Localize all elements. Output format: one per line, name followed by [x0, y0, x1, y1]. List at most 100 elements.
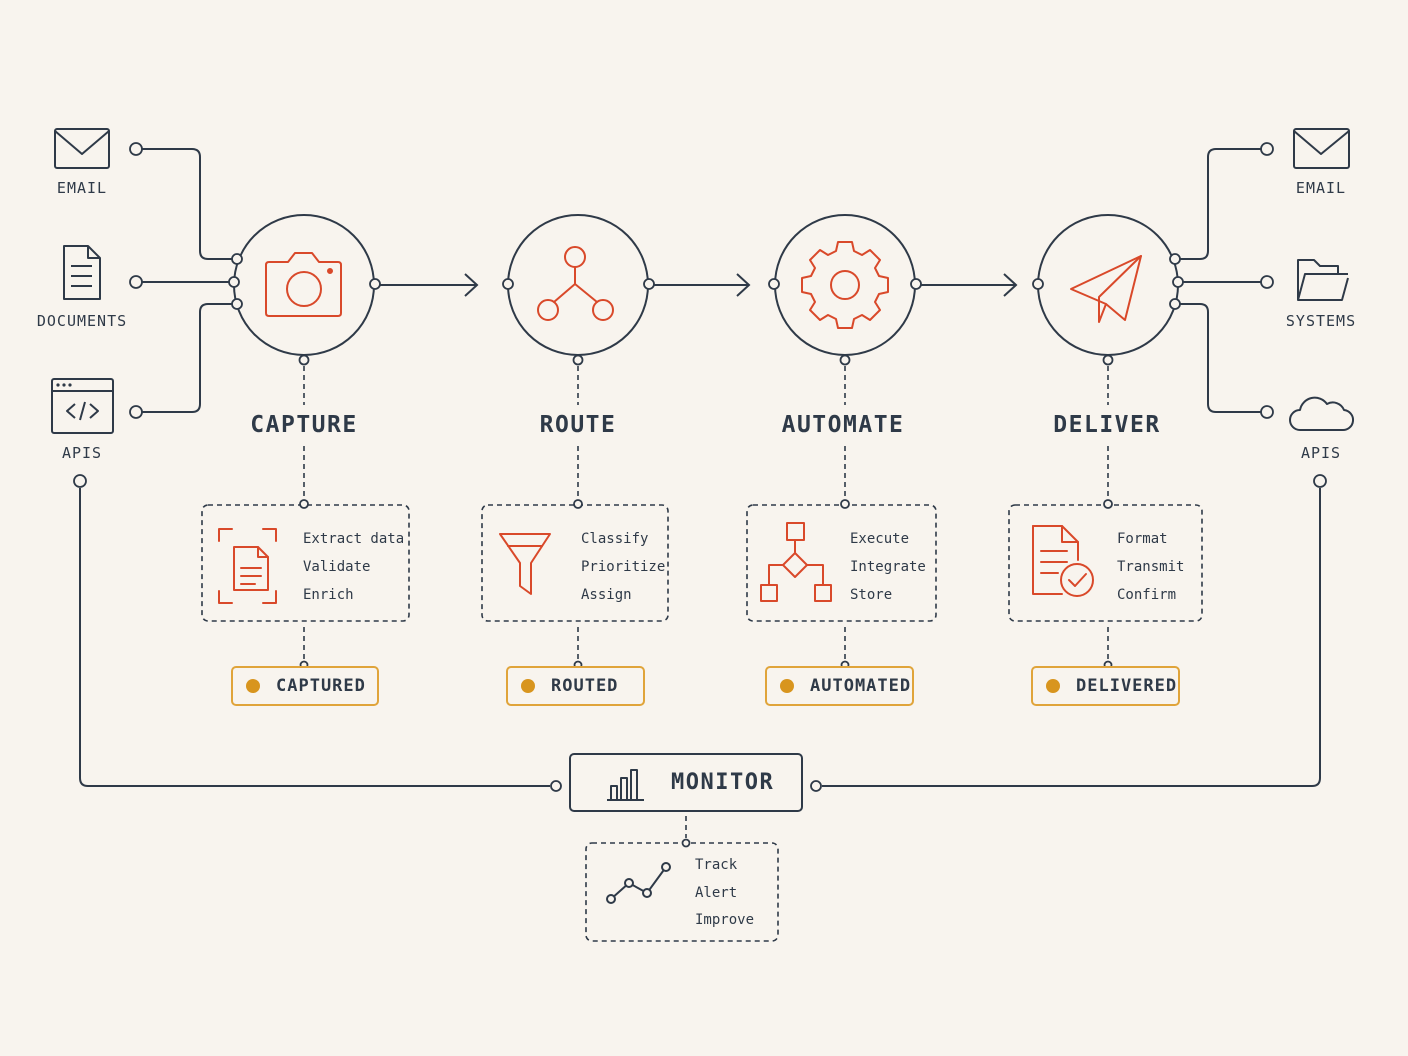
gear-icon — [801, 241, 889, 329]
status-label: AUTOMATED — [810, 676, 912, 696]
node-deliver-in — [1032, 278, 1044, 290]
node-loop-right — [1313, 474, 1327, 488]
arrow-capture-route — [380, 273, 479, 297]
stage-title-deliver: DELIVER — [1053, 412, 1161, 438]
node-route-in — [502, 278, 514, 290]
node-monitor-right — [810, 780, 822, 792]
envelope-icon — [54, 128, 110, 169]
task-item: Store — [850, 587, 893, 603]
arrow-route-automate — [654, 273, 751, 297]
node-output-apis — [1260, 405, 1274, 419]
monitor-loop-right — [822, 488, 1321, 787]
code-window-icon — [51, 378, 114, 434]
stage-circle-deliver — [1037, 214, 1179, 356]
detail-box-automate — [746, 504, 937, 622]
node-deliver-out-2 — [1172, 276, 1184, 288]
node-monitor-left — [550, 780, 562, 792]
task-item: Track — [695, 857, 738, 873]
status-dot — [1046, 679, 1060, 693]
node-route-bottom — [572, 354, 584, 366]
node-automate-box-top — [840, 499, 850, 509]
task-list-route: Classify Prioritize Assign — [581, 525, 665, 609]
stage-circle-automate — [774, 214, 916, 356]
node-input-email — [129, 142, 143, 156]
document-icon — [63, 245, 101, 300]
stage-circle-route — [507, 214, 649, 356]
detail-box-capture — [201, 504, 410, 622]
node-automate-out — [910, 278, 922, 290]
cloud-icon — [1289, 396, 1354, 432]
task-list-monitor: Track Alert Improve — [695, 852, 754, 935]
node-output-email — [1260, 142, 1274, 156]
status-dot — [246, 679, 260, 693]
node-input-apis — [129, 405, 143, 419]
status-badge-routed: ROUTED — [506, 666, 645, 706]
status-label: DELIVERED — [1076, 676, 1178, 696]
task-item: Alert — [695, 884, 738, 901]
task-list-deliver: Format Transmit Confirm — [1117, 525, 1184, 609]
output-connector-email — [1180, 148, 1261, 260]
node-loop-left — [73, 474, 87, 488]
node-route-out — [643, 278, 655, 290]
task-list-capture: Extract data Validate Enrich — [303, 525, 404, 609]
output-label-email: EMAIL — [1295, 179, 1347, 197]
document-check-icon — [1032, 525, 1094, 597]
stage-title-automate: AUTOMATE — [781, 412, 905, 438]
envelope-icon — [1293, 128, 1350, 169]
output-label-systems: SYSTEMS — [1285, 312, 1357, 330]
task-item: Confirm — [1117, 587, 1177, 603]
monitor-title: MONITOR — [671, 770, 775, 795]
status-label: CAPTURED — [276, 676, 366, 696]
status-label: ROUTED — [551, 676, 619, 696]
input-label-documents: DOCUMENTS — [36, 312, 128, 330]
output-connector-apis — [1180, 303, 1261, 413]
task-item: Validate — [303, 559, 371, 575]
paper-plane-icon — [1070, 255, 1142, 323]
task-item: Extract data — [303, 531, 405, 547]
node-input-documents — [129, 275, 143, 289]
bar-chart-icon — [607, 769, 644, 801]
node-capture-box-top — [299, 499, 309, 509]
node-deliver-box-top — [1103, 499, 1113, 509]
arrow-automate-deliver — [921, 273, 1018, 297]
input-label-email: EMAIL — [56, 179, 108, 197]
task-item: Enrich — [303, 587, 354, 603]
task-item: Format — [1117, 531, 1168, 547]
status-badge-captured: CAPTURED — [231, 666, 379, 706]
stage-title-capture: CAPTURE — [250, 412, 358, 438]
stage-circle-capture — [233, 214, 375, 356]
input-connector-apis — [142, 303, 232, 413]
status-dot — [780, 679, 794, 693]
task-item: Assign — [581, 587, 632, 603]
task-item: Execute — [850, 531, 910, 547]
node-route-box-top — [573, 499, 583, 509]
task-item: Improve — [695, 912, 755, 928]
status-dot — [521, 679, 535, 693]
status-badge-automated: AUTOMATED — [765, 666, 914, 706]
node-deliver-out-1 — [1169, 253, 1181, 265]
line-chart-icon — [606, 862, 671, 904]
node-capture-bottom — [298, 354, 310, 366]
node-output-systems — [1260, 275, 1274, 289]
node-automate-in — [768, 278, 780, 290]
task-list-automate: Execute Integrate Store — [850, 525, 926, 609]
task-item: Integrate — [850, 559, 926, 575]
stage-title-route: ROUTE — [539, 412, 617, 438]
monitor-loop-left — [79, 488, 550, 787]
node-capture-in-1 — [231, 253, 243, 265]
flowchart-icon — [760, 522, 832, 602]
task-item: Transmit — [1117, 559, 1185, 575]
node-deliver-out-3 — [1169, 298, 1181, 310]
output-label-apis: APIS — [1300, 444, 1342, 462]
node-monitor-box — [681, 838, 691, 848]
node-capture-out — [369, 278, 381, 290]
network-nodes-icon — [537, 246, 614, 321]
camera-icon — [265, 252, 342, 317]
node-automate-bottom — [839, 354, 851, 366]
node-deliver-bottom — [1102, 354, 1114, 366]
node-capture-in-2 — [228, 276, 240, 288]
status-badge-delivered: DELIVERED — [1031, 666, 1180, 706]
task-item: Classify — [581, 531, 649, 547]
input-label-apis: APIS — [61, 444, 103, 462]
